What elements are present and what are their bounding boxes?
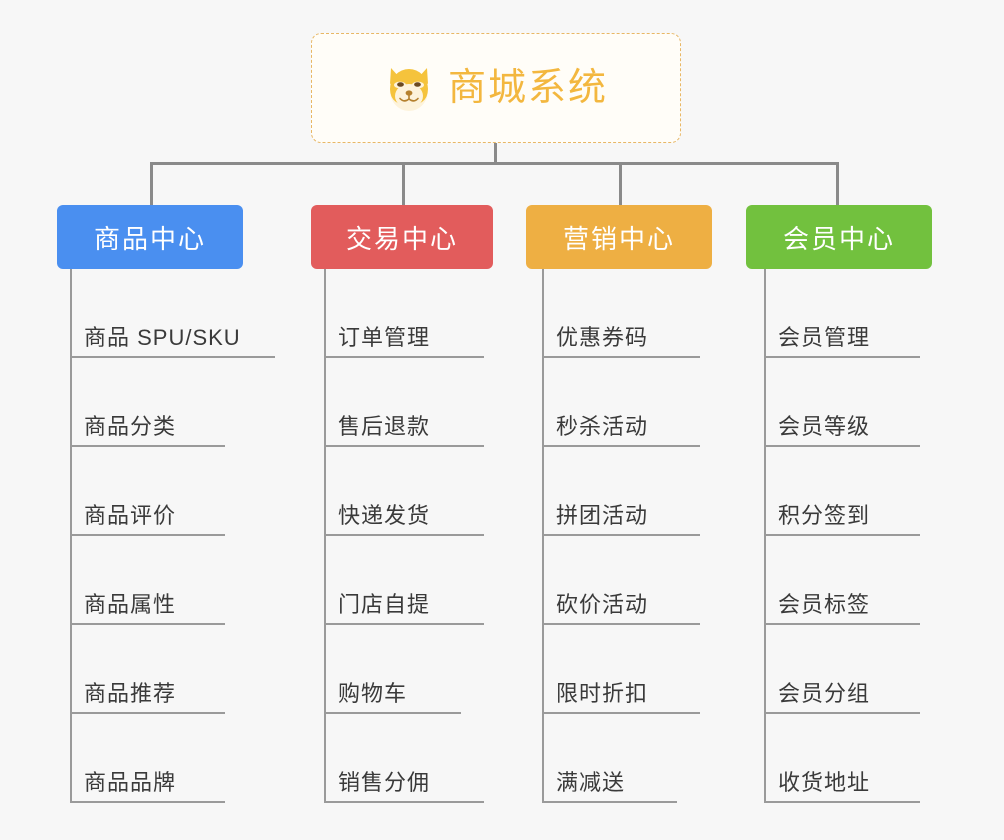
child-label: 砍价活动 bbox=[556, 592, 649, 617]
child-label: 积分签到 bbox=[778, 503, 871, 528]
list-item[interactable]: 销售分佣 bbox=[324, 714, 493, 803]
child-underline bbox=[764, 712, 920, 714]
list-item[interactable]: 会员管理 bbox=[764, 269, 932, 358]
child-label: 商品分类 bbox=[84, 414, 177, 439]
category-label-2: 营销中心 bbox=[562, 223, 675, 254]
list-item[interactable]: 商品分类 bbox=[70, 358, 243, 447]
list-item[interactable]: 门店自提 bbox=[324, 536, 493, 625]
child-label: 快递发货 bbox=[338, 503, 431, 528]
child-underline bbox=[70, 445, 225, 447]
category-label-3: 会员中心 bbox=[782, 223, 895, 254]
connector-drop-2 bbox=[619, 162, 622, 205]
category-header-2[interactable]: 营销中心 bbox=[526, 205, 712, 269]
list-item[interactable]: 秒杀活动 bbox=[542, 358, 712, 447]
child-underline bbox=[764, 445, 920, 447]
list-item[interactable]: 会员等级 bbox=[764, 358, 932, 447]
list-item[interactable]: 商品 SPU/SKU bbox=[70, 269, 275, 358]
category-label-0: 商品中心 bbox=[93, 223, 206, 254]
child-label: 会员等级 bbox=[778, 414, 871, 439]
list-item[interactable]: 积分签到 bbox=[764, 447, 932, 536]
child-underline bbox=[542, 534, 700, 536]
child-underline bbox=[324, 534, 484, 536]
list-item[interactable]: 收货地址 bbox=[764, 714, 932, 803]
child-underline bbox=[324, 712, 461, 714]
root-title: 商城系统 bbox=[447, 67, 608, 109]
list-item[interactable]: 售后退款 bbox=[324, 358, 493, 447]
list-item[interactable]: 商品属性 bbox=[70, 536, 243, 625]
child-underline bbox=[764, 801, 920, 803]
child-label: 会员标签 bbox=[778, 592, 871, 617]
list-item[interactable]: 商品评价 bbox=[70, 447, 243, 536]
child-underline bbox=[324, 623, 484, 625]
children-list-0: 商品 SPU/SKU 商品分类 商品评价 商品属性 商品推荐 商品品牌 bbox=[70, 269, 275, 803]
branch-column-1: 交易中心 订单管理 售后退款 快递发货 门店自提 购物车 bbox=[311, 205, 493, 803]
child-label: 限时折扣 bbox=[556, 681, 649, 706]
connector-horizontal-bus bbox=[150, 162, 839, 165]
child-underline bbox=[542, 356, 700, 358]
child-label: 商品品牌 bbox=[84, 770, 177, 795]
connector-drop-1 bbox=[402, 162, 405, 205]
category-header-1[interactable]: 交易中心 bbox=[311, 205, 493, 269]
child-label: 商品评价 bbox=[84, 503, 177, 528]
connector-root-stem bbox=[494, 143, 497, 165]
child-label: 订单管理 bbox=[338, 325, 431, 350]
child-label: 商品推荐 bbox=[84, 681, 177, 706]
child-underline bbox=[324, 801, 484, 803]
list-item[interactable]: 会员标签 bbox=[764, 536, 932, 625]
list-item[interactable]: 会员分组 bbox=[764, 625, 932, 714]
category-header-0[interactable]: 商品中心 bbox=[57, 205, 243, 269]
list-item[interactable]: 满减送 bbox=[542, 714, 712, 803]
child-label: 商品 SPU/SKU bbox=[84, 325, 241, 350]
list-item[interactable]: 限时折扣 bbox=[542, 625, 712, 714]
child-underline bbox=[764, 356, 920, 358]
branch-column-0: 商品中心 商品 SPU/SKU 商品分类 商品评价 商品属性 商品推荐 bbox=[57, 205, 275, 803]
root-node[interactable]: 商城系统 bbox=[311, 33, 681, 143]
child-label: 秒杀活动 bbox=[556, 414, 649, 439]
child-label: 购物车 bbox=[338, 681, 408, 706]
list-item[interactable]: 拼团活动 bbox=[542, 447, 712, 536]
list-item[interactable]: 优惠券码 bbox=[542, 269, 712, 358]
child-underline bbox=[70, 534, 225, 536]
child-underline bbox=[324, 356, 484, 358]
child-label: 会员分组 bbox=[778, 681, 871, 706]
category-label-1: 交易中心 bbox=[345, 223, 458, 254]
list-item[interactable]: 订单管理 bbox=[324, 269, 493, 358]
children-list-2: 优惠券码 秒杀活动 拼团活动 砍价活动 限时折扣 满减送 bbox=[542, 269, 712, 803]
child-label: 会员管理 bbox=[778, 325, 871, 350]
child-label: 收货地址 bbox=[778, 770, 871, 795]
connector-drop-3 bbox=[836, 162, 839, 205]
child-underline bbox=[764, 623, 920, 625]
list-item[interactable]: 商品品牌 bbox=[70, 714, 243, 803]
connector-drop-0 bbox=[150, 162, 153, 205]
child-underline bbox=[70, 623, 225, 625]
child-underline bbox=[70, 801, 225, 803]
branch-column-3: 会员中心 会员管理 会员等级 积分签到 会员标签 会员分组 bbox=[746, 205, 932, 803]
list-item[interactable]: 商品推荐 bbox=[70, 625, 243, 714]
child-label: 拼团活动 bbox=[556, 503, 649, 528]
list-item[interactable]: 砍价活动 bbox=[542, 536, 712, 625]
child-label: 销售分佣 bbox=[338, 770, 431, 795]
category-header-3[interactable]: 会员中心 bbox=[746, 205, 932, 269]
child-underline bbox=[764, 534, 920, 536]
child-label: 满减送 bbox=[556, 770, 626, 795]
children-list-3: 会员管理 会员等级 积分签到 会员标签 会员分组 收货地址 bbox=[764, 269, 932, 803]
child-underline bbox=[542, 623, 700, 625]
child-underline bbox=[324, 445, 484, 447]
child-label: 商品属性 bbox=[84, 592, 177, 617]
child-label: 售后退款 bbox=[338, 414, 431, 439]
child-label: 门店自提 bbox=[338, 592, 431, 617]
shiba-dog-icon bbox=[384, 64, 434, 112]
branch-column-2: 营销中心 优惠券码 秒杀活动 拼团活动 砍价活动 限时折扣 bbox=[526, 205, 712, 803]
child-underline bbox=[70, 712, 225, 714]
child-underline bbox=[542, 712, 700, 714]
child-label: 优惠券码 bbox=[556, 325, 649, 350]
child-underline bbox=[70, 356, 275, 358]
children-list-1: 订单管理 售后退款 快递发货 门店自提 购物车 销售分佣 bbox=[324, 269, 493, 803]
child-underline bbox=[542, 445, 700, 447]
list-item[interactable]: 快递发货 bbox=[324, 447, 493, 536]
child-underline bbox=[542, 801, 677, 803]
list-item[interactable]: 购物车 bbox=[324, 625, 493, 714]
